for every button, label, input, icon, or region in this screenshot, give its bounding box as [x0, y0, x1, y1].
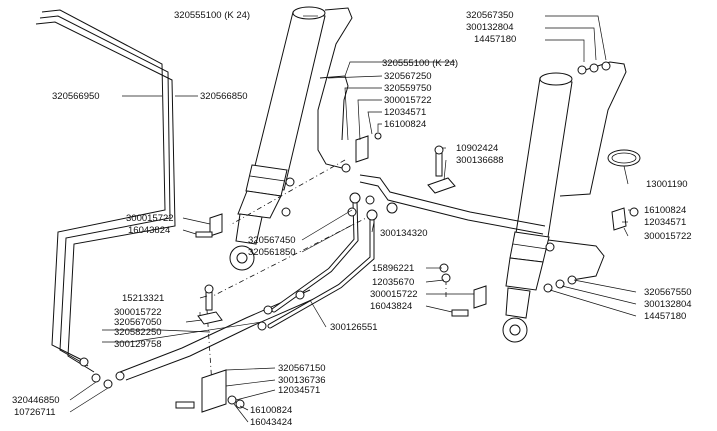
label-16043824-a: 16043824 — [128, 225, 170, 236]
label-300015722-a: 300015722 — [384, 95, 432, 106]
label-300015722-d: 300015722 — [370, 289, 418, 300]
label-12035670: 12035670 — [372, 277, 414, 288]
label-320567150: 320567150 — [278, 363, 326, 374]
label-320561850: 320561850 — [248, 247, 296, 258]
label-16100824-c: 16100824 — [250, 405, 292, 416]
rigid-pipe-lines — [35, 7, 627, 381]
label-320566950: 320566950 — [52, 91, 100, 102]
label-320567550: 320567550 — [644, 287, 692, 298]
label-16043424: 16043424 — [250, 417, 292, 428]
label-10726711: 10726711 — [14, 407, 56, 418]
label-320567250: 320567250 — [384, 71, 432, 82]
label-14457180-top: 14457180 — [474, 34, 516, 45]
right-hydraulic-cylinder — [502, 72, 573, 343]
label-300129758: 300129758 — [114, 339, 162, 350]
label-320567350: 320567350 — [466, 10, 514, 21]
label-300136688: 300136688 — [456, 155, 504, 166]
label-300126551: 300126551 — [330, 322, 378, 333]
label-10902424: 10902424 — [456, 143, 498, 154]
label-320555100-k24-top: 320555100 (K 24) — [174, 10, 250, 21]
label-14457180-b: 14457180 — [644, 311, 686, 322]
part-number-labels: 320555100 (K 24) 320567350 300132804 144… — [12, 10, 692, 428]
label-300132804-top: 300132804 — [466, 22, 514, 33]
label-320566850: 320566850 — [200, 91, 248, 102]
pipe-fittings — [79, 61, 611, 389]
brackets-and-clamps — [175, 132, 641, 413]
label-300136736: 300136736 — [278, 375, 326, 386]
label-300015722-c: 300015722 — [644, 231, 692, 242]
label-300134320: 300134320 — [380, 228, 428, 239]
label-12034571-c: 12034571 — [278, 385, 320, 396]
label-12034571-a: 12034571 — [384, 107, 426, 118]
label-320567050: 320567050 — [114, 317, 162, 328]
left-hydraulic-cylinder — [229, 6, 326, 271]
label-320582250: 320582250 — [114, 327, 162, 338]
label-300015722-b: 300015722 — [126, 213, 174, 224]
label-320559750: 320559750 — [384, 83, 432, 94]
label-15896221: 15896221 — [372, 263, 414, 274]
label-12034571-b: 12034571 — [644, 217, 686, 228]
callout-leader-lines — [69, 15, 637, 423]
label-320555100-k24-mid: 320555100 (K 24) — [382, 58, 458, 69]
flexible-hoses — [267, 199, 375, 329]
label-16100824-a: 16100824 — [384, 119, 426, 130]
label-15213321: 15213321 — [122, 293, 164, 304]
label-16043824-b: 16043824 — [370, 301, 412, 312]
label-320567450: 320567450 — [248, 235, 296, 246]
label-13001190: 13001190 — [646, 179, 688, 190]
label-320446850: 320446850 — [12, 395, 60, 406]
label-300132804-b: 300132804 — [644, 299, 692, 310]
label-16100824-b: 16100824 — [644, 205, 686, 216]
label-300015722-e: 300015722 — [114, 307, 162, 318]
